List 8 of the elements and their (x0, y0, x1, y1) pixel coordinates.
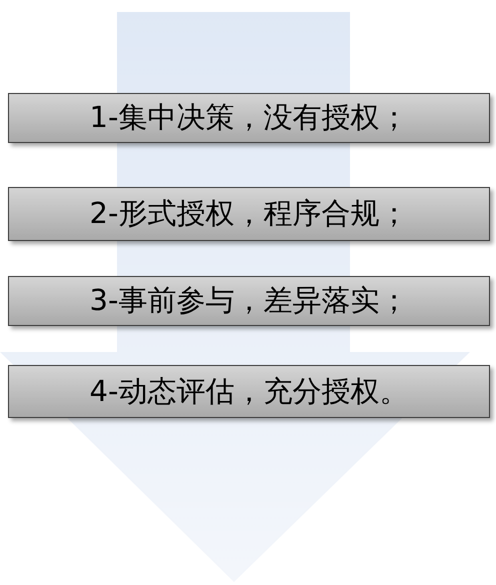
process-box (8, 365, 490, 418)
process-box (8, 187, 490, 241)
box-label: 4-动态评估，充分授权。 (90, 372, 408, 410)
box-label: 2-形式授权，程序合规； (90, 195, 408, 232)
process-box (8, 276, 490, 326)
process-box (8, 93, 490, 143)
box-label: 1-集中决策，没有授权； (90, 99, 408, 136)
box-label: 3-事前参与，差异落实； (90, 282, 408, 319)
